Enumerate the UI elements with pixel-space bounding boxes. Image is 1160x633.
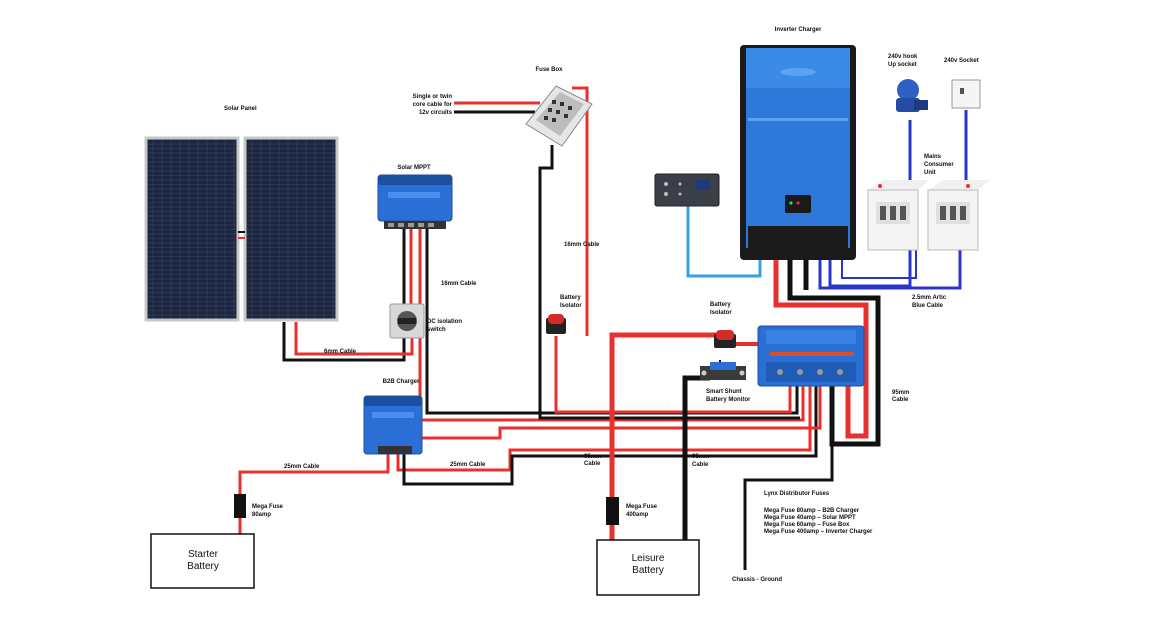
solar-panel-label: Solar Panel: [224, 106, 257, 112]
b2b-charger: B2B Charger: [363, 379, 423, 455]
inverter-charger: Inverter Charger: [740, 27, 856, 260]
lynx-fuse-2: Mega Fuse 40amp – Solar MPPT: [764, 515, 856, 521]
socket-240v-label: 240v Socket: [944, 58, 979, 64]
fuse-box: Fuse Box: [525, 67, 593, 147]
lynx-title: Lynx Distributor Fuses: [764, 491, 830, 497]
cable-ac-1: [828, 250, 912, 288]
control-panel: [654, 173, 720, 207]
mega-fuse-80-label-2: 80amp: [252, 512, 271, 518]
cable-fusebox-neg: [538, 145, 800, 420]
starter-battery: Starter Battery: [150, 533, 255, 589]
smart-shunt-label-2: Battery Monitor: [706, 397, 751, 403]
label-95mm-c-2: Cable: [892, 397, 909, 403]
cable-iso1-lynx-pos: [554, 336, 792, 414]
label-95mm-b-1: 95mm: [692, 454, 709, 460]
solar-panel-left: [144, 136, 240, 322]
label-chassis-ground: Chassis - Ground: [732, 577, 782, 583]
battery-isolator-2-label-2: Isolator: [710, 310, 732, 316]
cable-solar-neg: [282, 322, 406, 362]
cable-b2b-neg-2: [366, 378, 822, 440]
mega-fuse-400-label-1: Mega Fuse: [626, 504, 658, 510]
smart-shunt-label-1: Smart Shunt: [706, 389, 742, 395]
cable-b2b-lynx-pos: [396, 378, 812, 472]
label-arctic-2: Blue Cable: [912, 303, 944, 309]
label-25mm-a: 25mm Cable: [284, 464, 320, 470]
label-95mm-c-1: 95mm: [892, 390, 909, 396]
hookup-socket-label-2: Up socket: [888, 62, 917, 68]
lynx-fuse-4: Mega Fuse 400amp – Inverter Charger: [764, 529, 873, 535]
smart-shunt: Smart Shunt Battery Monitor: [700, 362, 751, 403]
leisure-battery: Leisure Battery: [596, 539, 700, 596]
fuse-box-label: Fuse Box: [535, 67, 563, 73]
starter-battery-label-1: Starter: [188, 549, 219, 560]
lynx-distributor: [757, 325, 865, 387]
label-25mm-b: 25mm Cable: [450, 462, 486, 468]
solar-mppt: Solar MPPT: [377, 165, 453, 229]
consumer-unit-label-1: Mains: [924, 154, 942, 160]
battery-isolator-1-label-1: Battery: [560, 295, 581, 301]
cable-inverter-pos: [773, 258, 869, 439]
cable-leisure-pos: [609, 332, 722, 540]
lynx-fuse-1: Mega Fuse 80amp – B2B Charger: [764, 508, 860, 514]
leisure-battery-label-2: Battery: [632, 565, 664, 576]
lynx-fuse-list: Lynx Distributor Fuses Mega Fuse 80amp –…: [764, 491, 873, 535]
consumer-unit-label-3: Unit: [924, 170, 936, 176]
battery-isolator-1: Battery Isolator: [546, 295, 582, 334]
label-95mm-b-2: Cable: [692, 462, 709, 468]
circuits-label-2: core cable for: [413, 102, 453, 108]
dc-isolation-switch: DC isolation switch: [389, 303, 462, 339]
mega-fuse-400-label-2: 400amp: [626, 512, 649, 518]
label-16mm-a: 16mm Cable: [564, 242, 600, 248]
cable-b2b-lynx-neg: [402, 378, 818, 486]
battery-isolator-2-label-1: Battery: [710, 302, 731, 308]
consumer-units: Mains Consumer Unit: [867, 154, 990, 251]
cable-chassis-ground: [743, 385, 834, 570]
cable-comms: [686, 205, 762, 278]
cable-b2b-starter-pos: [238, 452, 390, 496]
label-95mm-a-2: Cable: [584, 461, 601, 467]
leisure-battery-label-1: Leisure: [632, 553, 665, 564]
label-95mm-a-1: 95mm: [584, 454, 601, 460]
mega-fuse-80: Mega Fuse 80amp: [234, 494, 284, 534]
label-arctic-1: 2.5mm Artic: [912, 295, 947, 301]
b2b-charger-label: B2B Charger: [383, 379, 420, 385]
cable-solar-pos: [294, 322, 414, 356]
inverter-charger-label: Inverter Charger: [775, 27, 822, 33]
consumer-unit-label-2: Consumer: [924, 162, 954, 168]
battery-isolator-1-label-2: Isolator: [560, 303, 582, 309]
socket-240v: 240v Socket: [944, 58, 981, 109]
circuits-label-3: 12v circuits: [419, 110, 453, 116]
dc-isolation-label-1: DC isolation: [427, 319, 462, 325]
solar-panel-group: Solar Panel: [144, 106, 339, 322]
hookup-socket-label-1: 240v hook: [888, 54, 918, 60]
solar-panel-right: [243, 136, 339, 322]
cable-ac-2: [841, 250, 917, 279]
mega-fuse-80-label-1: Mega Fuse: [252, 504, 284, 510]
label-6mm: 6mm Cable: [324, 349, 357, 355]
cable-ac-3: [818, 250, 962, 290]
solar-mppt-label: Solar MPPT: [397, 165, 431, 171]
mega-fuse-400: Mega Fuse 400amp: [606, 497, 658, 525]
lynx-fuse-3: Mega Fuse 60amp – Fuse Box: [764, 522, 850, 528]
cables: [238, 86, 968, 570]
dc-isolation-label-2: switch: [427, 327, 446, 333]
label-16mm-b: 16mm Cable: [441, 281, 477, 287]
battery-isolator-2: Battery Isolator: [710, 302, 736, 348]
circuits-label-1: Single or twin: [413, 94, 453, 100]
hookup-socket: 240v hook Up socket: [888, 54, 928, 112]
cable-fusebox-pos: [572, 86, 589, 170]
starter-battery-label-2: Battery: [187, 561, 219, 572]
